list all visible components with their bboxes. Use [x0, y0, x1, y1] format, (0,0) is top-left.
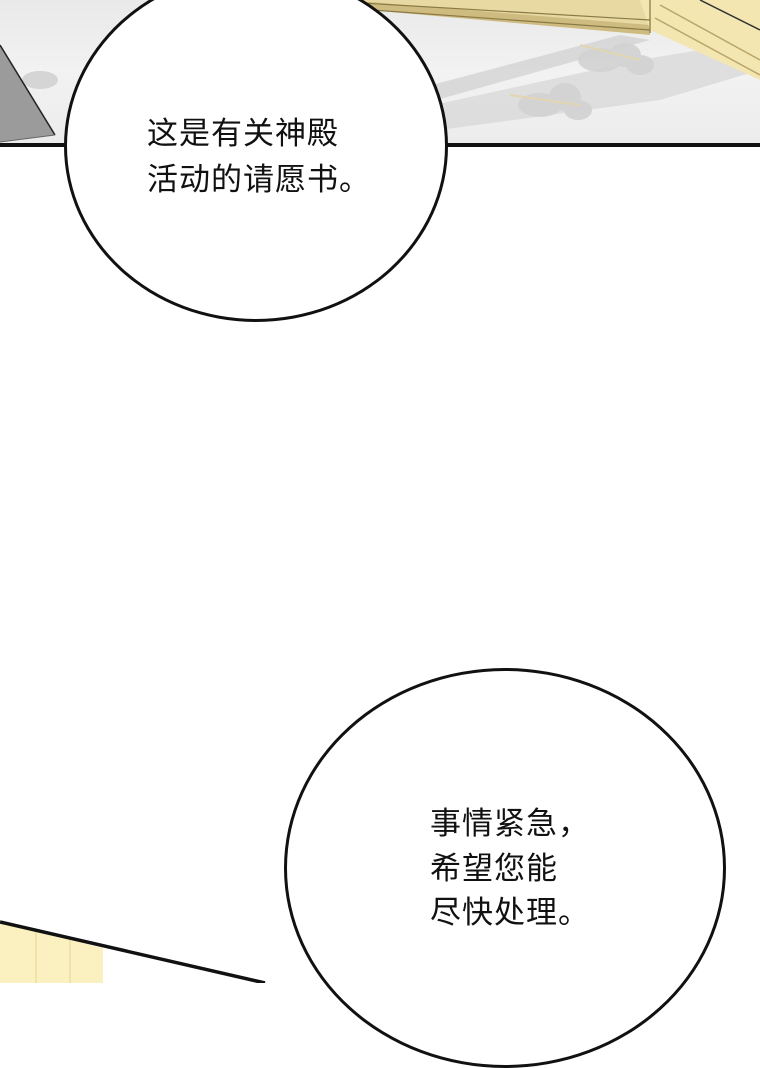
speech-bubble-1-line-1: 这是有关神殿 [147, 116, 339, 152]
speech-bubble-2-line-1: 事情紧急， [430, 806, 590, 842]
speech-bubble-2-line-3: 尽快处理。 [430, 895, 590, 931]
speech-bubble-1 [64, 0, 448, 322]
speech-bubble-2-line-2: 希望您能 [430, 851, 558, 887]
speech-bubble-1-line-2: 活动的请愿书。 [147, 162, 371, 198]
